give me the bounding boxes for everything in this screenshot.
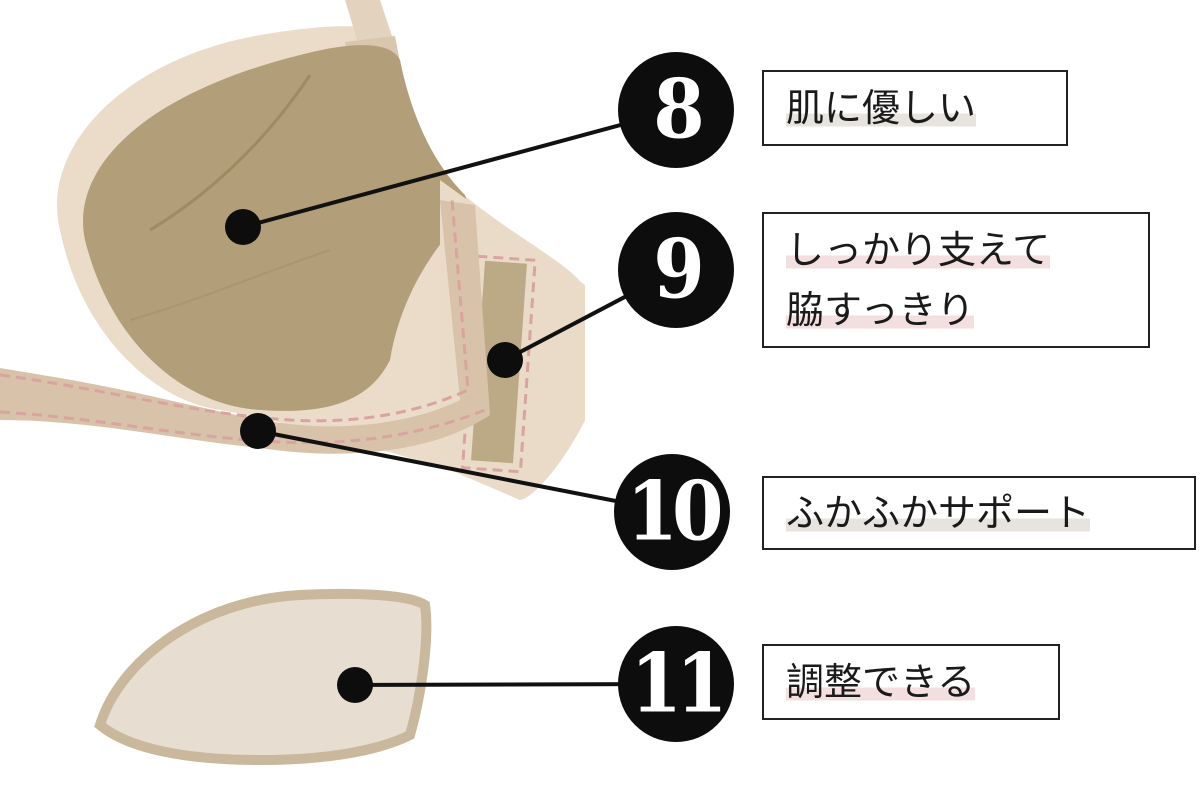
label-text: ふかふかサポート [786,491,1091,535]
leader-line-10 [257,429,673,514]
underwire-band [0,200,490,454]
leader-line-8 [242,108,677,229]
callout-dot-10 [240,413,276,449]
callout-badge-9: 9 [618,212,734,328]
badge-number: 9 [653,222,704,318]
callout-badge-10: 10 [614,454,730,570]
callout-label-8: 肌に優しい [762,70,1068,146]
badge-number: 11 [630,636,728,732]
callout-label-11: 調整できる [762,644,1060,720]
label-line: ふかふかサポート [786,483,1172,543]
underwire-stitch [0,199,470,423]
label-text: 調整できる [786,660,976,704]
label-text: 肌に優しい [786,86,977,130]
callout-dot-9 [487,342,523,378]
callout-dot-8 [225,209,261,245]
cup-inner-fabric [83,45,470,411]
label-line: 脇すっきり [786,280,1126,340]
label-line: 肌に優しい [786,78,1044,138]
label-line: しっかり支えて [786,220,1126,280]
removable-pad [94,588,432,766]
callout-badge-11: 11 [618,626,734,742]
badge-number: 8 [653,62,704,158]
label-text: しっかり支えて [786,228,1051,272]
cup-seam-lower [129,249,331,321]
cup-seam [149,74,312,232]
underwire-stitch-lower [0,408,486,445]
label-line: 調整できる [786,652,1036,712]
callout-label-9: しっかり支えて 脇すっきり [762,212,1150,348]
callout-dot-11 [337,667,373,703]
badge-number: 10 [626,464,724,560]
label-text: 脇すっきり [786,288,975,332]
callout-label-10: ふかふかサポート [762,476,1196,550]
callout-badge-8: 8 [618,52,734,168]
